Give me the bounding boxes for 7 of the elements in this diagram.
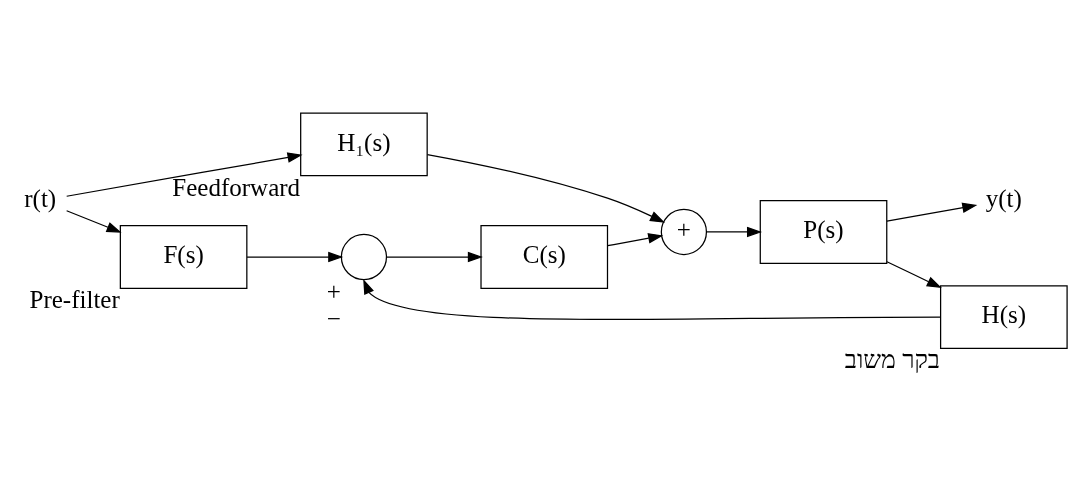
node-label: Pre-filter [29,286,120,314]
node-text: r(t) [24,184,57,212]
node-label: בקר משוב [844,346,940,374]
node-label: + [326,277,341,305]
node-label: Feedforward [172,173,301,201]
node-text: y(t) [985,184,1022,212]
node-label: − [326,305,341,333]
